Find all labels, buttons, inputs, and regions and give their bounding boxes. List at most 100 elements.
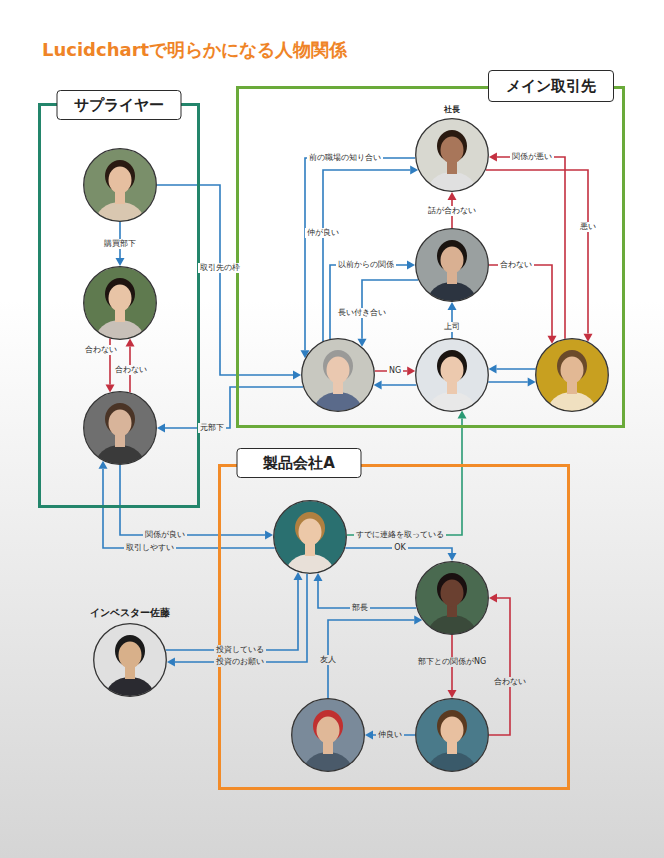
- arrowhead: [448, 302, 457, 310]
- person-name: 社長: [444, 104, 460, 115]
- edge-label: 話が合わない: [426, 206, 478, 216]
- connector: [489, 594, 510, 736]
- arrowhead: [489, 365, 497, 374]
- connector: [166, 572, 303, 650]
- edge-label: 購買部下: [102, 239, 138, 249]
- edge-label: 取引しやすい: [124, 543, 176, 553]
- connector-line: [347, 419, 462, 535]
- arrowhead: [365, 731, 373, 740]
- person-circle: 社長: [415, 118, 489, 192]
- connector-line: [488, 381, 527, 383]
- person-circle: [415, 338, 489, 412]
- person-circle: [83, 148, 157, 222]
- connector: [157, 185, 301, 380]
- portrait-illustration: [93, 623, 167, 697]
- edge-label: 仲良い: [376, 730, 404, 740]
- connector-line: [175, 574, 307, 662]
- edge-label: OK: [392, 543, 408, 553]
- edge-label: 上司: [442, 322, 462, 332]
- connector: [347, 411, 467, 535]
- edge-label: 以前からの関係: [336, 260, 396, 270]
- portrait-illustration: [415, 228, 489, 302]
- connector-line: [305, 158, 415, 350]
- edge-label: すでに連絡を取っている: [354, 530, 446, 540]
- portrait-illustration: [415, 118, 489, 192]
- arrowhead: [106, 384, 115, 392]
- arrowhead: [410, 166, 418, 175]
- person-name: インベスター佐藤: [90, 606, 170, 620]
- edge-label: 長い付き合い: [336, 308, 388, 318]
- person-circle: インベスター佐藤: [93, 623, 167, 697]
- portrait-illustration: [535, 338, 609, 412]
- arrowhead: [167, 658, 175, 667]
- connector-line: [497, 368, 536, 370]
- connector-line: [328, 620, 414, 698]
- connector: [489, 365, 536, 374]
- connector-line: [497, 157, 565, 339]
- edge-label: 投資のお願い: [214, 657, 266, 667]
- edge-label: 部長: [350, 603, 370, 613]
- arrowhead: [265, 531, 273, 540]
- connector: [489, 265, 557, 344]
- connector-line: [166, 580, 298, 650]
- connector-line: [489, 598, 510, 735]
- portrait-illustration: [415, 338, 489, 412]
- group-frame: メイン取引先社長: [236, 86, 625, 428]
- edge-label: 元部下: [198, 423, 226, 433]
- group-frame: 製品会社A: [218, 464, 570, 790]
- connector: [167, 574, 307, 667]
- connector: [328, 616, 422, 699]
- person-circle: [415, 698, 489, 772]
- edge-label: 合わない: [83, 345, 119, 355]
- connector: [365, 731, 415, 740]
- edge-label: 関係が良い: [143, 530, 187, 540]
- portrait-illustration: [301, 338, 375, 412]
- connector-line: [157, 185, 293, 375]
- edge-label: 悪い: [578, 222, 598, 232]
- connector: [489, 153, 565, 339]
- diagram-title: Lucidchartで明らかになる人物関係: [42, 38, 347, 62]
- edge-label: 合わない: [498, 260, 534, 270]
- connector: [486, 170, 593, 342]
- portrait-illustration: [83, 148, 157, 222]
- person-circle: [83, 391, 157, 465]
- edge-label: 合わない: [113, 365, 149, 375]
- group-title: サプライヤー: [57, 90, 182, 120]
- connector: [374, 381, 417, 390]
- portrait-illustration: [415, 698, 489, 772]
- connector: [375, 367, 415, 376]
- arrowhead: [448, 553, 457, 561]
- edge-label: 部下との関係がNG: [416, 657, 488, 667]
- arrowhead: [374, 381, 382, 390]
- arrowhead: [116, 258, 125, 266]
- portrait-illustration: [415, 561, 489, 635]
- connector-line: [165, 387, 303, 428]
- arrowhead: [489, 153, 497, 162]
- arrowhead: [528, 378, 536, 387]
- connector: [488, 378, 535, 387]
- arrowhead: [407, 367, 415, 376]
- edge-label: 取引先の枠: [198, 263, 242, 273]
- connector: [301, 158, 416, 358]
- connector-line: [323, 170, 410, 341]
- connector-line: [486, 170, 588, 334]
- connector: [323, 166, 418, 342]
- arrowhead: [458, 411, 467, 419]
- edge-label: 仲が良い: [305, 228, 341, 238]
- edge-label: NG: [387, 366, 403, 376]
- edge-label: 友人: [318, 655, 338, 665]
- arrowhead: [293, 371, 301, 380]
- arrowhead: [294, 572, 303, 580]
- connector: [448, 302, 457, 338]
- arrowhead: [407, 261, 415, 270]
- connector-line: [382, 384, 417, 386]
- arrowhead: [157, 424, 165, 433]
- portrait-illustration: [83, 391, 157, 465]
- arrowhead: [448, 192, 457, 200]
- edge-label: 投資している: [214, 645, 266, 655]
- person-circle: [535, 338, 609, 412]
- portrait-illustration: [273, 500, 347, 574]
- group-title: メイン取引先: [488, 70, 614, 102]
- arrowhead: [489, 594, 497, 603]
- connector: [330, 261, 415, 339]
